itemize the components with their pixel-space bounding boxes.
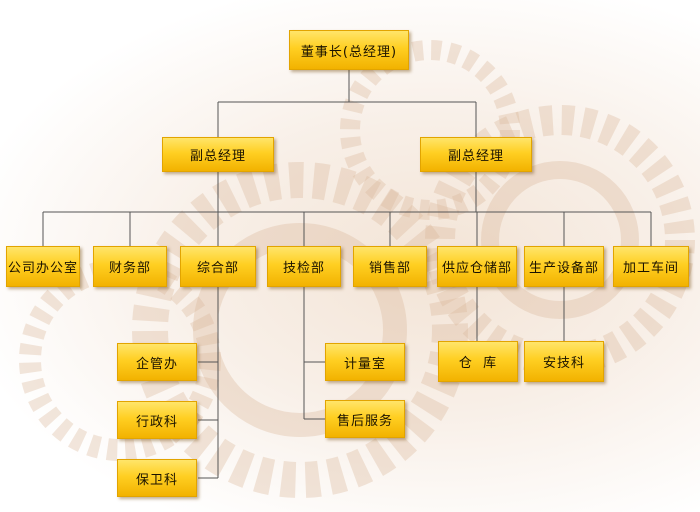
vp-right-box: 副总经理 — [420, 137, 532, 172]
vp-left-box: 副总经理 — [162, 137, 274, 172]
sub-warehouse-box: 仓 库 — [438, 341, 518, 382]
sub-admin-box: 行政科 — [117, 401, 197, 439]
sub-security-box: 保卫科 — [117, 459, 197, 497]
chairman-box: 董事长(总经理) — [289, 30, 409, 70]
sub-measure-box: 计量室 — [325, 343, 405, 381]
dept-supply-box: 供应仓储部 — [437, 246, 517, 287]
dept-office-box: 公司办公室 — [6, 246, 80, 287]
sub-safety-box: 安技科 — [524, 341, 604, 382]
dept-sales-box: 销售部 — [353, 246, 427, 287]
dept-tech-box: 技检部 — [267, 246, 341, 287]
dept-production-box: 生产设备部 — [524, 246, 604, 287]
dept-processing-box: 加工车间 — [613, 246, 689, 287]
dept-finance-box: 财务部 — [93, 246, 167, 287]
sub-enterprise-box: 企管办 — [117, 343, 197, 381]
dept-general-box: 综合部 — [180, 246, 256, 287]
sub-aftersales-box: 售后服务 — [325, 400, 405, 438]
